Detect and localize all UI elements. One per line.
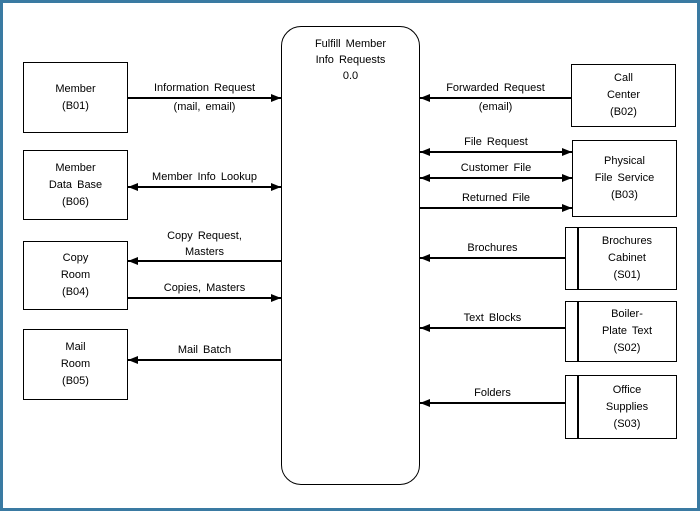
flow-line (420, 97, 571, 99)
datastore-inner-line (577, 376, 579, 438)
flow-line (128, 97, 281, 99)
entity-label-line: File Service (594, 172, 655, 184)
entity-copy-room-b04: Copy Room (B04) (23, 241, 128, 310)
flow-label: Information Request (153, 82, 256, 94)
arrowhead-right-icon (562, 174, 572, 182)
entity-label-line: Mail (65, 341, 86, 353)
datastore-brochures-cabinet-s01: Brochures Cabinet (S01) (565, 227, 677, 290)
entity-label-line: (S01) (613, 269, 641, 281)
flow-label: (mail, email) (173, 101, 236, 113)
entity-label-line: Member (55, 82, 96, 95)
flow-line (128, 359, 281, 361)
entity-mail-room-b05: Mail Room (B05) (23, 329, 128, 400)
arrowhead-right-icon (562, 204, 572, 212)
entity-label-line: (B05) (62, 375, 89, 387)
arrowhead-left-icon (128, 257, 138, 265)
process-title-line: Info Requests (315, 54, 386, 66)
flow-label: Customer File (460, 162, 532, 174)
entity-label-line: Office (612, 383, 642, 396)
flow-label: Member Info Lookup (152, 171, 257, 183)
process-fulfill-member-info-requests: Fulfill Member Info Requests 0.0 (281, 26, 420, 485)
entity-label-line: Boiler- (611, 308, 643, 320)
entity-label-line: Data Base (48, 178, 103, 191)
arrowhead-right-icon (271, 183, 281, 191)
flow-line (420, 177, 572, 179)
flow-line (420, 207, 572, 209)
arrowhead-right-icon (562, 148, 572, 156)
flow-line (128, 186, 281, 188)
datastore-office-supplies-s03: Office Supplies (S03) (565, 375, 677, 439)
flow-label: Masters (184, 246, 225, 258)
arrowhead-left-icon (420, 254, 430, 262)
arrowhead-left-icon (420, 324, 430, 332)
entity-label-line: Room (60, 269, 91, 281)
datastore-inner-line (577, 228, 579, 289)
entity-label-line: Cabinet (608, 252, 646, 264)
flow-label: Forwarded Request (446, 82, 545, 94)
arrowhead-left-icon (128, 356, 138, 364)
flow-line (128, 297, 281, 299)
flow-line (420, 151, 572, 153)
arrowhead-right-icon (271, 294, 281, 302)
flow-label: Mail Batch (177, 344, 232, 356)
entity-label-line: Plate Text (601, 325, 653, 337)
entity-label-line: (B03) (611, 189, 638, 201)
entity-label-line: Supplies (605, 400, 649, 413)
flow-label: File Request (464, 136, 528, 148)
flow-label: Copies, Masters (163, 282, 246, 294)
arrowhead-left-icon (420, 399, 430, 407)
entity-label-line: Brochures (601, 235, 653, 247)
datastore-boiler-plate-text-s02: Boiler- Plate Text (S02) (565, 301, 677, 362)
datastore-inner-line (577, 302, 579, 361)
entity-label-line: Copy (62, 252, 89, 264)
entity-label-line: (B02) (610, 106, 637, 118)
entity-label-line: (S02) (613, 342, 641, 354)
flow-label: Folders (474, 387, 511, 399)
arrowhead-left-icon (420, 174, 430, 182)
entity-label-line: (B06) (62, 195, 89, 208)
entity-label-line: Call (614, 72, 633, 84)
process-title-line: Fulfill Member (314, 38, 387, 50)
flow-label: Returned File (461, 192, 531, 204)
flow-label: Copy Request, (167, 230, 242, 242)
entity-label-line: (B01) (62, 99, 89, 112)
entity-label-line: (B04) (62, 286, 89, 298)
entity-label-line: Room (60, 358, 91, 370)
entity-member-data-base-b06: Member Data Base (B06) (23, 150, 128, 220)
flow-line (420, 402, 565, 404)
entity-label-line: (S03) (613, 417, 641, 430)
process-number: 0.0 (342, 70, 359, 82)
flow-line (128, 260, 281, 262)
arrowhead-left-icon (420, 148, 430, 156)
entity-label-line: Member (55, 161, 96, 174)
flow-label: Text Blocks (463, 312, 522, 324)
arrowhead-right-icon (271, 94, 281, 102)
flow-label: Brochures (467, 242, 518, 254)
flow-label: (email) (478, 101, 513, 113)
arrowhead-left-icon (420, 94, 430, 102)
flow-line (420, 327, 565, 329)
arrowhead-left-icon (128, 183, 138, 191)
entity-label-line: Physical (604, 155, 645, 167)
entity-member-b01: Member (B01) (23, 62, 128, 133)
entity-physical-file-service-b03: Physical File Service (B03) (572, 140, 677, 217)
entity-call-center-b02: Call Center (B02) (571, 64, 676, 127)
flow-line (420, 257, 565, 259)
entity-label-line: Center (606, 89, 641, 101)
